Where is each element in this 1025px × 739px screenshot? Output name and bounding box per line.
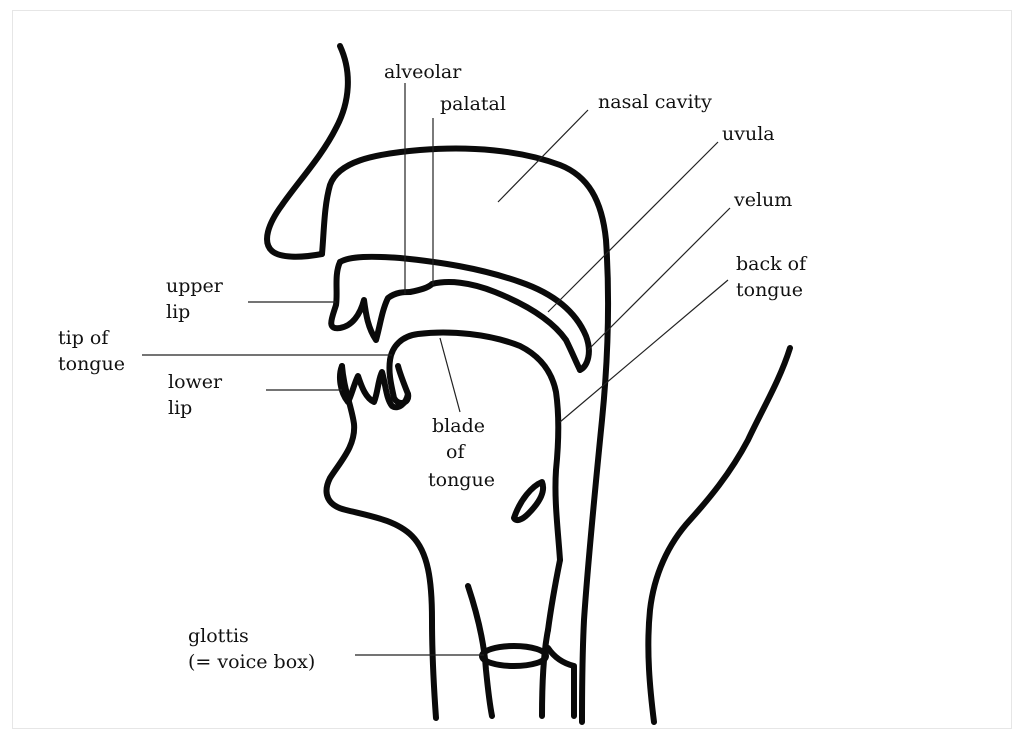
label-alveolar: alveolar	[384, 61, 462, 83]
epiglottis	[514, 482, 543, 520]
nose-outline	[267, 46, 348, 257]
label-nasal-cavity: nasal cavity	[598, 91, 712, 113]
label-lower-lip-line2: lip	[168, 397, 192, 419]
label-upper-lip-line1: upper	[166, 275, 224, 297]
leader-nasal-cavity	[498, 110, 588, 202]
glottis-shape	[482, 646, 546, 666]
leader-blade-of-tongue	[440, 338, 460, 412]
label-back-of-tongue-line1: back of	[736, 253, 808, 275]
leader-back-of-tongue	[560, 280, 728, 422]
label-blade-of-tongue-line3: tongue	[428, 469, 495, 491]
label-back-of-tongue-line2: tongue	[736, 279, 803, 301]
label-glottis-line1: glottis	[188, 625, 249, 647]
label-tip-of-tongue-line1: tip of	[58, 327, 110, 349]
label-blade-of-tongue-line1: blade	[432, 415, 485, 437]
tongue-surface-outline	[390, 333, 560, 561]
label-uvula: uvula	[722, 123, 775, 145]
palate-upper-outline	[340, 257, 589, 370]
upper-lip-outline	[331, 262, 410, 340]
pharynx-inner-outline	[548, 560, 560, 630]
neck-back-outline	[648, 348, 790, 722]
larynx-back-outline	[542, 630, 548, 716]
label-upper-lip-line2: lip	[166, 301, 190, 323]
glottis-side	[548, 648, 574, 716]
label-glottis-line2: (= voice box)	[188, 651, 315, 673]
leader-uvula	[548, 142, 718, 312]
label-tip-of-tongue-line2: tongue	[58, 353, 125, 375]
label-lower-lip-line1: lower	[168, 371, 223, 393]
label-velum: velum	[733, 189, 792, 211]
chin-outline	[327, 366, 436, 718]
label-palatal: palatal	[440, 93, 506, 115]
label-blade-of-tongue-line2: of	[446, 441, 466, 463]
